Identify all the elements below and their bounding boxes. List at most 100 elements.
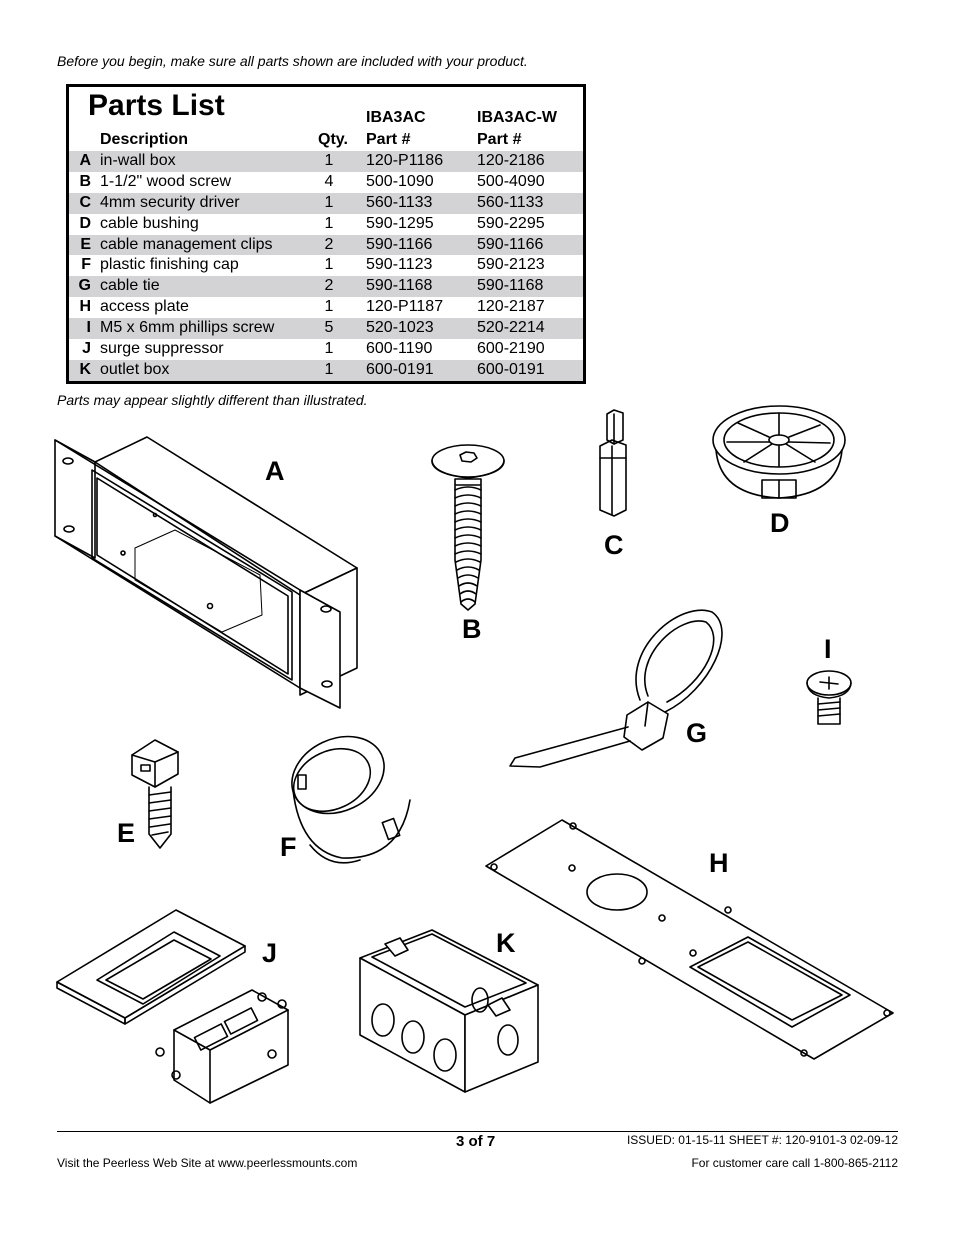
row-part-b: 590-1166 (477, 235, 544, 253)
table-row: G cable tie 2 590-1168 590-1168 (69, 276, 583, 298)
row-qty: 5 (324, 319, 334, 337)
table-row: C 4mm security driver 1 560-1133 560-113… (69, 192, 583, 214)
header-qty: Qty. (318, 131, 348, 148)
label-i: I (824, 634, 832, 664)
row-part-b: 120-2186 (477, 152, 545, 169)
table-row: A in-wall box 1 120-P1186 120-2186 (69, 151, 583, 172)
row-description: 1-1/2" wood screw (100, 172, 232, 190)
row-letter: B (79, 172, 91, 190)
label-a: A (265, 456, 285, 486)
row-part-b: 120-2187 (477, 298, 545, 316)
parts-list-title: Parts List (88, 89, 225, 122)
row-qty: 1 (324, 256, 334, 274)
security-driver-drawing (599, 409, 627, 517)
table-row: J surge suppressor 1 600-1190 600-2190 (69, 339, 583, 360)
outlet-box-drawing (359, 929, 539, 1093)
row-description: 4mm security driver (100, 193, 240, 211)
row-qty: 1 (324, 214, 334, 232)
in-wall-box-drawing (54, 436, 358, 709)
table-row: D cable bushing 1 590-1295 590-2295 (69, 214, 583, 235)
table-row: H access plate 1 120-P1187 120-2187 (69, 297, 583, 318)
row-part-a: 520-1023 (366, 319, 434, 337)
row-part-b: 590-2123 (477, 256, 545, 274)
row-description: plastic finishing cap (100, 256, 239, 274)
row-part-b: 560-1133 (477, 193, 544, 211)
row-part-a: 590-1123 (366, 256, 433, 274)
row-letter: F (81, 256, 91, 274)
table-row: K outlet box 1 600-0191 600-0191 (69, 359, 583, 381)
row-part-a: 500-1090 (366, 172, 434, 190)
row-part-a: 120-P1186 (366, 152, 444, 169)
row-qty: 1 (324, 298, 334, 316)
row-qty: 1 (324, 340, 334, 358)
row-letter: A (79, 152, 91, 169)
label-k: K (496, 928, 516, 958)
website-text: Visit the Peerless Web Site at www.peerl… (57, 1156, 358, 1170)
label-b: B (462, 614, 482, 644)
row-part-a: 590-1295 (366, 214, 434, 232)
row-part-b: 600-2190 (477, 340, 545, 358)
table-row: F plastic finishing cap 1 590-1123 590-2… (69, 255, 583, 276)
phillips-screw-drawing (806, 670, 852, 725)
row-letter: C (79, 193, 91, 211)
row-letter: D (79, 214, 91, 232)
row-description: in-wall box (100, 152, 176, 169)
row-letter: E (80, 235, 91, 253)
cable-tie-drawing (509, 609, 723, 768)
parts-illustrations (54, 405, 894, 1104)
label-h: H (709, 848, 729, 878)
label-c: C (604, 530, 624, 560)
finishing-cap-drawing (291, 735, 411, 864)
row-description: access plate (100, 298, 189, 316)
row-part-a: 560-1133 (366, 193, 433, 211)
row-qty: 4 (324, 172, 334, 190)
header-model-b-part: Part # (477, 131, 522, 148)
footer-divider (57, 1131, 898, 1132)
row-qty: 1 (324, 152, 334, 169)
row-part-a: 590-1166 (366, 235, 433, 253)
header-model-b: IBA3AC-W (477, 109, 557, 126)
table-row: E cable management clips 2 590-1166 590-… (69, 234, 583, 256)
row-part-b: 590-1168 (477, 277, 544, 295)
row-qty: 2 (324, 235, 334, 253)
row-part-b: 520-2214 (477, 319, 545, 337)
parts-rows: A in-wall box 1 120-P1186 120-2186 B 1-1… (69, 151, 583, 381)
table-row: B 1-1/2" wood screw 4 500-1090 500-4090 (69, 172, 583, 193)
row-description: cable management clips (100, 235, 273, 253)
table-row: I M5 x 6mm phillips screw 5 520-1023 520… (69, 318, 583, 340)
row-description: surge suppressor (100, 340, 224, 358)
label-g: G (686, 718, 708, 748)
parts-list-table: Parts List IBA3AC IBA3AC-W Description Q… (66, 84, 586, 384)
issued-info: ISSUED: 01-15-11 SHEET #: 120-9101-3 02-… (626, 1133, 898, 1147)
row-letter: I (86, 319, 91, 337)
row-part-a: 120-P1187 (366, 298, 444, 316)
row-qty: 2 (324, 277, 334, 295)
row-description: cable tie (100, 277, 160, 295)
customer-care-text: For customer care call 1-800-865-2112 (691, 1156, 898, 1170)
row-letter: K (79, 360, 91, 378)
label-d: D (770, 508, 790, 538)
cable-clip-drawing (131, 739, 179, 849)
wood-screw-drawing (431, 444, 505, 611)
row-qty: 1 (324, 360, 334, 378)
cable-bushing-drawing (712, 405, 846, 499)
row-description: cable bushing (100, 214, 199, 232)
row-part-a: 590-1168 (366, 277, 433, 295)
header-model-a-part: Part # (366, 131, 411, 148)
intro-text: Before you begin, make sure all parts sh… (57, 53, 528, 69)
row-letter: H (79, 298, 91, 316)
row-description: M5 x 6mm phillips screw (100, 319, 275, 337)
row-part-b: 600-0191 (477, 360, 545, 378)
row-qty: 1 (324, 193, 334, 211)
row-letter: G (78, 277, 91, 295)
row-part-b: 500-4090 (477, 172, 545, 190)
label-j: J (262, 938, 278, 968)
row-description: outlet box (100, 360, 170, 378)
row-part-b: 590-2295 (477, 214, 545, 232)
row-part-a: 600-0191 (366, 360, 434, 378)
disclaimer-text: Parts may appear slightly different than… (57, 392, 368, 408)
label-f: F (280, 832, 297, 862)
row-letter: J (82, 340, 91, 358)
label-e: E (117, 818, 136, 848)
row-part-a: 600-1190 (366, 340, 433, 358)
